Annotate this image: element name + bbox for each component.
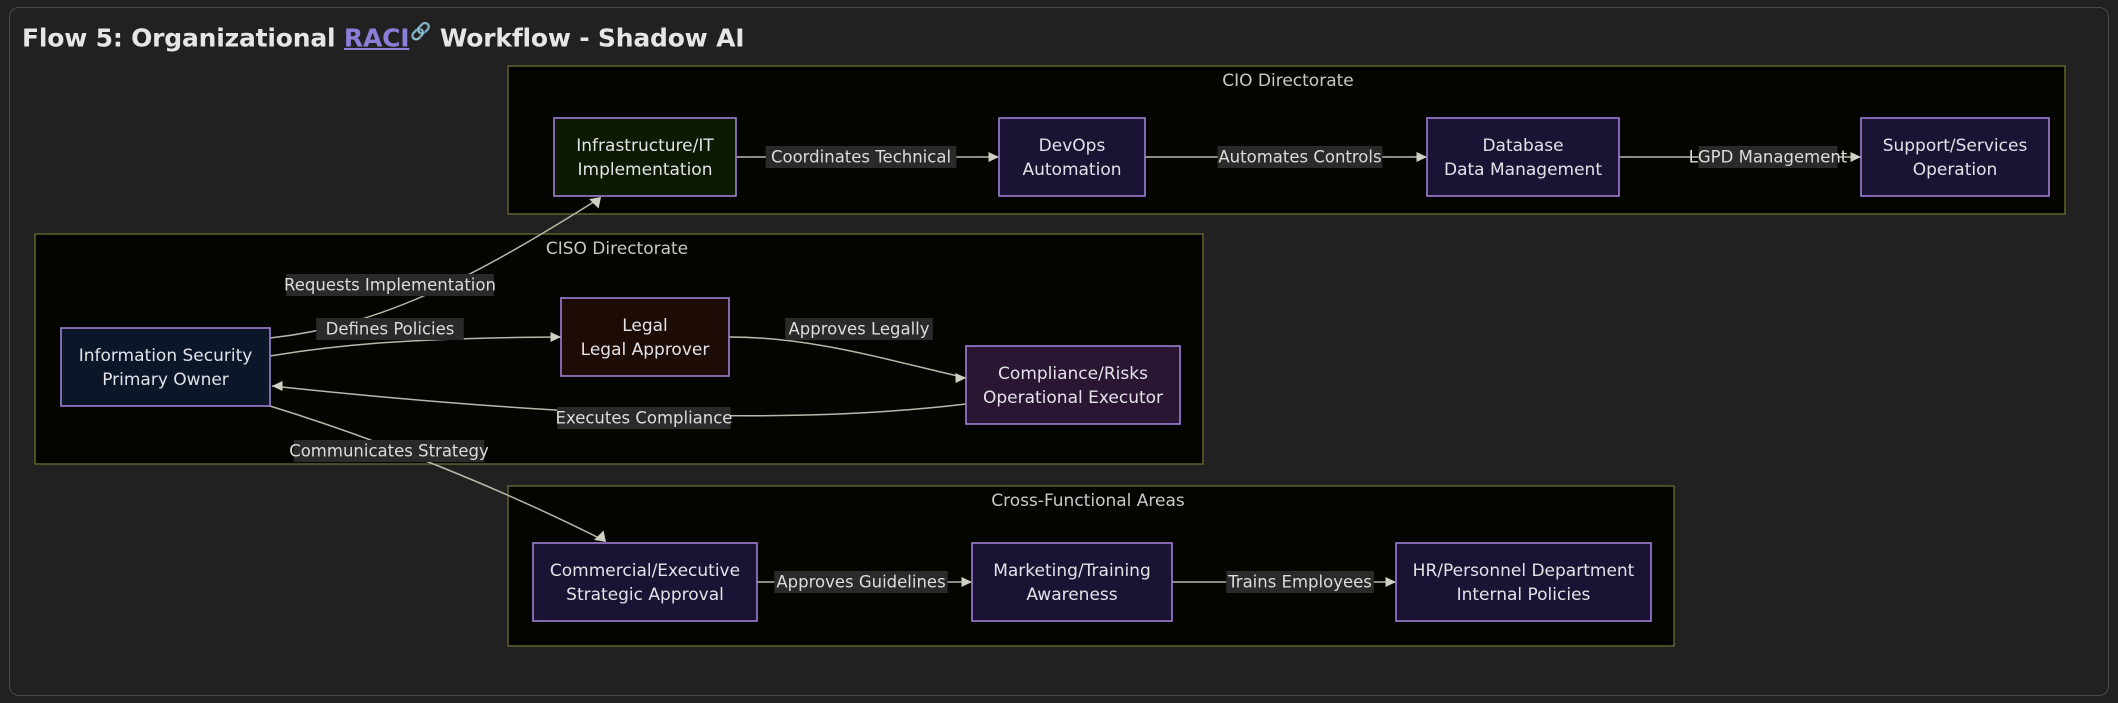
cluster-label: CIO Directorate: [1222, 71, 1354, 91]
edge-label-e2: Automates Controls: [1217, 146, 1383, 168]
edge-label-text: LGPD Management: [1689, 148, 1848, 167]
node-label-line: Awareness: [1026, 585, 1117, 605]
edge-e6: [728, 336, 967, 384]
node-label-line: Operation: [1913, 160, 1998, 180]
node-label-line: Primary Owner: [102, 370, 229, 390]
node-box[interactable]: [998, 117, 1146, 197]
node-label-line: Compliance/Risks: [998, 364, 1148, 384]
edge-line: [269, 336, 562, 357]
edge-label-text: Automates Controls: [1218, 148, 1381, 167]
link-icon: 🔗: [410, 22, 432, 42]
edge-label-text: Approves Guidelines: [776, 573, 945, 592]
cluster-label: Cross-Functional Areas: [991, 491, 1185, 511]
edge-label-text: Approves Legally: [788, 320, 929, 339]
node-label-line: Database: [1482, 136, 1563, 156]
arrow-head: [589, 197, 601, 209]
edge-label-bg: [765, 146, 957, 168]
node-label-line: Commercial/Executive: [550, 561, 740, 581]
node-label-line: Legal: [622, 316, 668, 336]
arrow-head: [1416, 151, 1427, 163]
node-label-line: DevOps: [1039, 136, 1106, 156]
node-label-line: HR/Personnel Department: [1413, 561, 1635, 581]
node-label-line: Automation: [1022, 160, 1121, 180]
edge-line: [728, 336, 967, 379]
edge-label-e8: Communicates Strategy: [289, 440, 489, 462]
edge-e8: [269, 405, 606, 542]
edge-label-bg: [774, 571, 948, 593]
node-box[interactable]: [971, 542, 1173, 622]
edge-label-e6: Approves Legally: [785, 318, 933, 340]
arrow-head: [1850, 151, 1861, 163]
node-label-line: Strategic Approval: [566, 585, 724, 605]
node-label-line: Information Security: [79, 346, 253, 366]
edge-label-text: Trains Employees: [1227, 573, 1372, 592]
arrow-head: [594, 530, 606, 542]
edge-label-e10: Trains Employees: [1226, 571, 1374, 593]
node-box[interactable]: [1860, 117, 2050, 197]
cluster-label: CISO Directorate: [546, 239, 688, 259]
node-box[interactable]: [965, 345, 1181, 425]
arrow-head: [988, 151, 999, 163]
edge-label-bg: [1698, 146, 1838, 168]
node-label-line: Support/Services: [1883, 136, 2028, 156]
node-label-line: Infrastructure/IT: [576, 136, 714, 156]
arrow-head: [272, 380, 283, 392]
edge-label-text: Defines Policies: [326, 320, 455, 339]
arrow-head: [1385, 576, 1396, 588]
edge-label-bg: [1217, 146, 1383, 168]
node-box[interactable]: [1395, 542, 1652, 622]
node-label-line: Implementation: [578, 160, 713, 180]
title-prefix: Flow 5: Organizational: [22, 23, 344, 53]
edge-label-text: Requests Implementation: [284, 276, 496, 295]
edge-label-e1: Coordinates Technical: [765, 146, 957, 168]
edge-label-text: Coordinates Technical: [771, 148, 951, 167]
node-label-line: Marketing/Training: [993, 561, 1151, 581]
arrow-head: [955, 372, 966, 384]
edge-label-bg: [557, 407, 731, 429]
node-label-line: Data Management: [1444, 160, 1602, 180]
raci-link[interactable]: RACI: [343, 23, 410, 53]
edge-line: [269, 405, 606, 542]
node-box[interactable]: [560, 297, 730, 377]
edge-label-bg: [316, 318, 464, 340]
cluster-box: [507, 65, 2066, 215]
nodes-layer: Infrastructure/IT Implementation DevOpsAut…: [60, 117, 2050, 622]
node-box[interactable]: [532, 542, 758, 622]
node-label-line: Internal Policies: [1457, 585, 1591, 605]
arrow-head: [961, 576, 972, 588]
edge-label-bg: [293, 440, 485, 462]
edge-label-text: Communicates Strategy: [289, 442, 489, 461]
edge-label-e3: LGPD Management: [1689, 146, 1848, 168]
node-box[interactable]: [60, 327, 271, 407]
title-suffix: Workflow - Shadow AI: [431, 23, 745, 53]
node-label-line: Operational Executor: [983, 388, 1163, 408]
edge-label-e7: Executes Compliance: [556, 407, 733, 429]
page-title: Flow 5: Organizational RACI🔗 Workflow - …: [22, 22, 745, 53]
node-infra[interactable]: Infrastructure/IT Implementation: [553, 117, 737, 197]
arrow-head: [550, 331, 561, 343]
edge-label-text: Executes Compliance: [556, 409, 733, 428]
edge-label-bg: [286, 274, 494, 296]
node-label-line: Legal Approver: [581, 340, 710, 360]
node-box[interactable]: [1426, 117, 1620, 197]
edge-label-e9: Approves Guidelines: [774, 571, 948, 593]
edge-label-e4: Requests Implementation: [284, 274, 496, 296]
cluster-cio: CIO Directorate: [507, 65, 2066, 215]
edge-label-bg: [785, 318, 933, 340]
edge-label-bg: [1226, 571, 1374, 593]
edge-label-e5: Defines Policies: [316, 318, 464, 340]
edge-e5: [269, 331, 562, 357]
node-box[interactable]: [553, 117, 737, 197]
